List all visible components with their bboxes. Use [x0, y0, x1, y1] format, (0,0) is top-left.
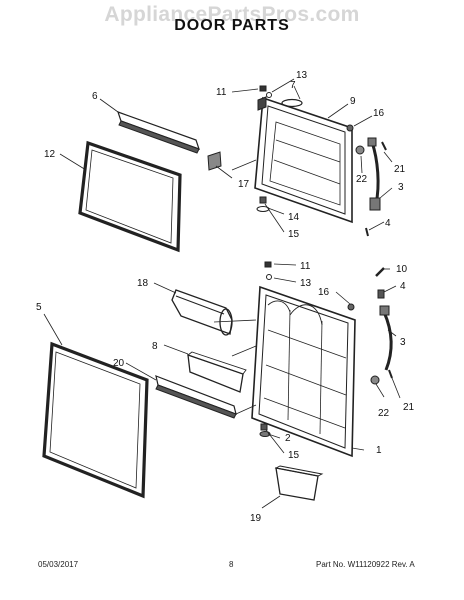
callout-11-lower: 11: [300, 261, 311, 272]
footer-part-number: Part No. W11120922 Rev. A: [316, 560, 415, 569]
part-22-plug-lower: [370, 375, 380, 385]
part-14-washer: [256, 206, 270, 212]
callout-19: 19: [250, 513, 262, 524]
footer-date: 05/03/2017: [38, 560, 79, 569]
leader-lines: [43, 78, 401, 509]
callout-12: 12: [44, 149, 56, 160]
footer-page-number: 8: [229, 560, 234, 569]
lower-door-assembly: [42, 261, 393, 501]
part-8-door-bin: [187, 351, 247, 393]
part-15-bushing-upper: [259, 196, 267, 204]
callout-4-upper: 4: [385, 218, 391, 229]
callout-13-upper: 13: [296, 70, 308, 81]
watermark: AppliancePartsPros.com: [104, 3, 360, 26]
part-12-gasket-upper: [78, 140, 182, 253]
callout-22-upper: 22: [356, 174, 368, 185]
callout-17: 17: [238, 179, 250, 190]
part-4-hinge-lower: [377, 289, 385, 299]
part-4-screw-upper: [365, 227, 369, 237]
callout-7: 7: [290, 80, 296, 91]
part-13-washer-upper: [266, 92, 272, 98]
part-11-screw-lower: [264, 261, 272, 268]
part-13-washer-lower: [266, 274, 272, 280]
part-21-screw-upper: [381, 141, 387, 151]
part-18-dairy-bin: [171, 289, 233, 336]
part-15-bushing-lower: [260, 423, 268, 431]
callout-18: 18: [137, 278, 149, 289]
part-2-bushing: [259, 431, 271, 437]
part-3-handle-upper: [367, 137, 381, 211]
callout-1: 1: [376, 445, 382, 456]
callout-21-lower: 21: [403, 402, 415, 413]
callout-5: 5: [36, 302, 42, 313]
part-11-screw-upper: [259, 85, 267, 92]
callout-4-lower: 4: [400, 281, 406, 292]
callout-3-lower: 3: [400, 337, 406, 348]
callout-8: 8: [152, 341, 158, 352]
callout-15-lower: 15: [288, 450, 300, 461]
part-3-handle-lower: [379, 305, 393, 371]
callout-3-upper: 3: [398, 182, 404, 193]
part-10-screw: [375, 267, 385, 277]
part-6-trim-strip: [117, 111, 200, 154]
callout-22-lower: 22: [378, 408, 390, 419]
part-22-plug-upper: [355, 145, 365, 155]
part-20-trim-strip: [155, 375, 237, 419]
callout-labels-upper: 11 13 7 9 16 6 12 17 22 21 3 14 4 15: [44, 70, 406, 240]
callout-labels-lower: 11 13 10 4 16 18 5 8 3 20 22 21 2 1 15 1…: [36, 261, 415, 524]
part-5-gasket-lower: [42, 341, 149, 499]
callout-13-lower: 13: [300, 278, 312, 289]
part-17-bracket: [207, 151, 222, 171]
part-7-plug: [281, 98, 303, 108]
callout-16-upper: 16: [373, 108, 385, 119]
callout-10: 10: [396, 264, 408, 275]
callout-21-upper: 21: [394, 164, 406, 175]
part-1-lower-door: [251, 285, 356, 458]
part-16-cap-lower: [347, 303, 355, 311]
callout-2: 2: [285, 433, 291, 444]
part-21-screw-lower: [388, 369, 393, 379]
callout-9: 9: [350, 96, 356, 107]
part-19-small-bin: [274, 465, 324, 501]
callout-11-upper: 11: [216, 87, 227, 98]
part-16-cap-upper: [346, 124, 354, 132]
upper-door-assembly: [78, 85, 387, 253]
callout-14: 14: [288, 212, 300, 223]
callout-15-upper: 15: [288, 229, 300, 240]
callout-20: 20: [113, 358, 125, 369]
page-title: DOOR PARTS: [174, 17, 290, 34]
part-9-upper-door: [254, 96, 353, 224]
callout-6: 6: [92, 91, 98, 102]
callout-16-lower: 16: [318, 287, 330, 298]
